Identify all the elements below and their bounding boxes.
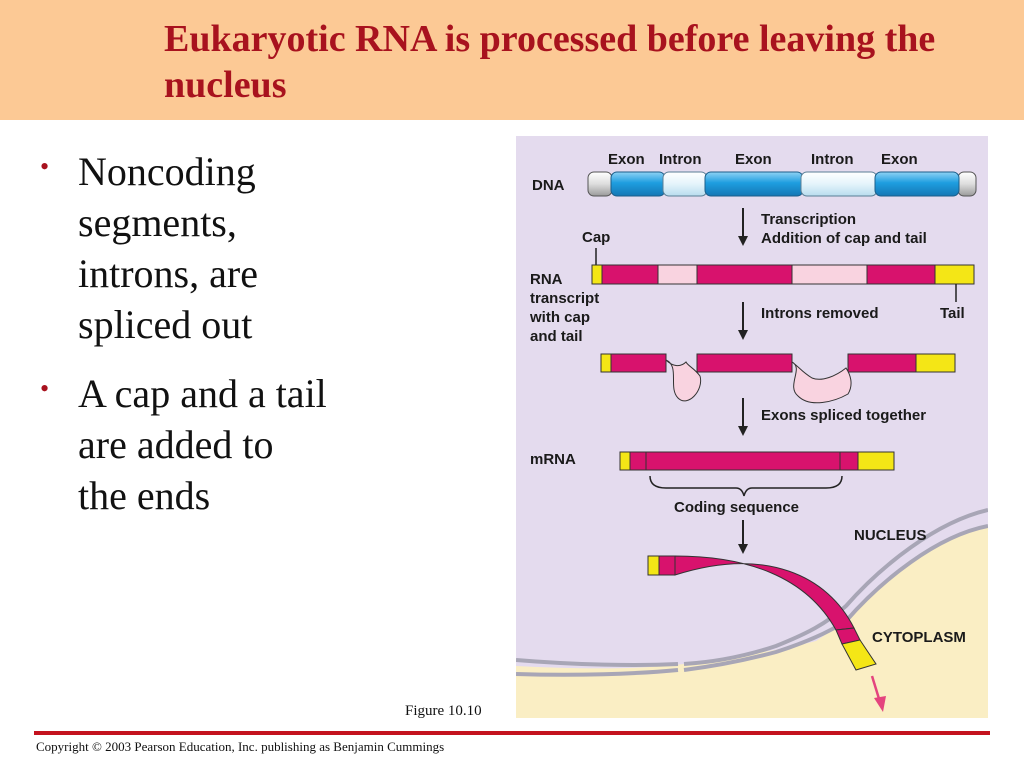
exons-spliced-step-label: Exons spliced together [761,407,926,424]
cap-segment [591,264,603,285]
bullet-text: Noncoding segments, introns, are spliced… [78,149,258,347]
mrna-label: mRNA [530,451,576,468]
cytoplasm-label: CYTOPLASM [872,629,966,646]
rna-exon [866,264,936,285]
rna-exon [610,353,667,373]
arrow-icon [738,398,748,436]
dna-label: DNA [532,177,565,194]
tail-segment [857,451,895,471]
rna-intron [657,264,698,285]
tail-label: Tail [940,305,965,322]
bullet-text: A cap and a tail are added to the ends [78,371,327,518]
nuclear-envelope-left-inner [516,668,679,677]
segment-label: Intron [811,151,854,168]
excised-intron [665,359,702,402]
bullet-marker: • [40,374,50,403]
rna-transcript-label: and tail [530,328,583,345]
rna-processing-diagram: Exon Intron Exon Intron Exon DNA Transcr… [516,136,988,718]
nucleus-label: NUCLEUS [854,527,927,544]
nuclear-envelope-inner [683,524,988,672]
tail-segment [915,353,956,373]
nuclear-envelope-outer [683,508,988,666]
transcription-step-label: Transcription [761,211,856,228]
dna-strand [587,171,977,197]
mrna-exon [629,451,647,471]
bullet-marker: • [40,152,50,181]
mrna-exon [839,451,859,471]
tail-segment [841,639,877,671]
tail-segment [934,264,975,285]
excised-intron [791,361,852,404]
arrow-icon [738,302,748,340]
rna-exon [696,264,793,285]
cap-segment [647,555,660,576]
introns-removed-step-label: Introns removed [761,305,879,322]
mrna-exiting-nucleus [647,555,877,671]
bullet-list: • Noncoding segments, introns, are splic… [40,146,460,539]
cap-tail-step-label: Addition of cap and tail [761,230,927,247]
cytoplasm-region [516,526,988,718]
slide-title: Eukaryotic RNA is processed before leavi… [164,18,936,106]
segment-label: Exon [881,151,918,168]
figure-caption: Figure 10.10 [405,703,482,719]
footer-divider [34,731,990,735]
rna-after-intron-removal [600,353,956,404]
segment-label: Exon [608,151,645,168]
dna-exon [704,171,804,197]
mrna-coding-region [645,451,841,471]
rna-transcript-label: RNA [530,271,563,288]
rna-transcript-label: with cap [529,309,590,326]
rna-exon [847,353,917,373]
cap-segment [619,451,631,471]
rna-exon [696,353,793,373]
bullet-item: • Noncoding segments, introns, are splic… [40,146,460,350]
bullet-item: • A cap and a tail are added to the ends [40,368,460,521]
copyright-text: Copyright © 2003 Pearson Education, Inc.… [36,739,445,754]
nuclear-envelope-left [516,658,679,667]
cap-label: Cap [582,229,610,246]
rna-exon [601,264,659,285]
segment-label: Intron [659,151,702,168]
rna-intron [791,264,868,285]
mrna-exon [658,555,676,576]
coding-sequence-bracket [649,475,843,497]
rna-transcript [591,264,975,285]
coding-sequence-label: Coding sequence [674,499,799,516]
segment-label: Exon [735,151,772,168]
dna-exon [874,171,960,197]
export-arrow-icon [870,675,886,712]
dna-exon [610,171,666,197]
arrow-icon [738,520,748,554]
dna-intron [800,171,878,197]
title-banner [0,0,1024,120]
dna-intron [662,171,708,197]
rna-transcript-label: transcript [530,290,599,307]
mrna-strand [619,451,895,471]
cap-segment [600,353,612,373]
arrow-icon [738,208,748,246]
